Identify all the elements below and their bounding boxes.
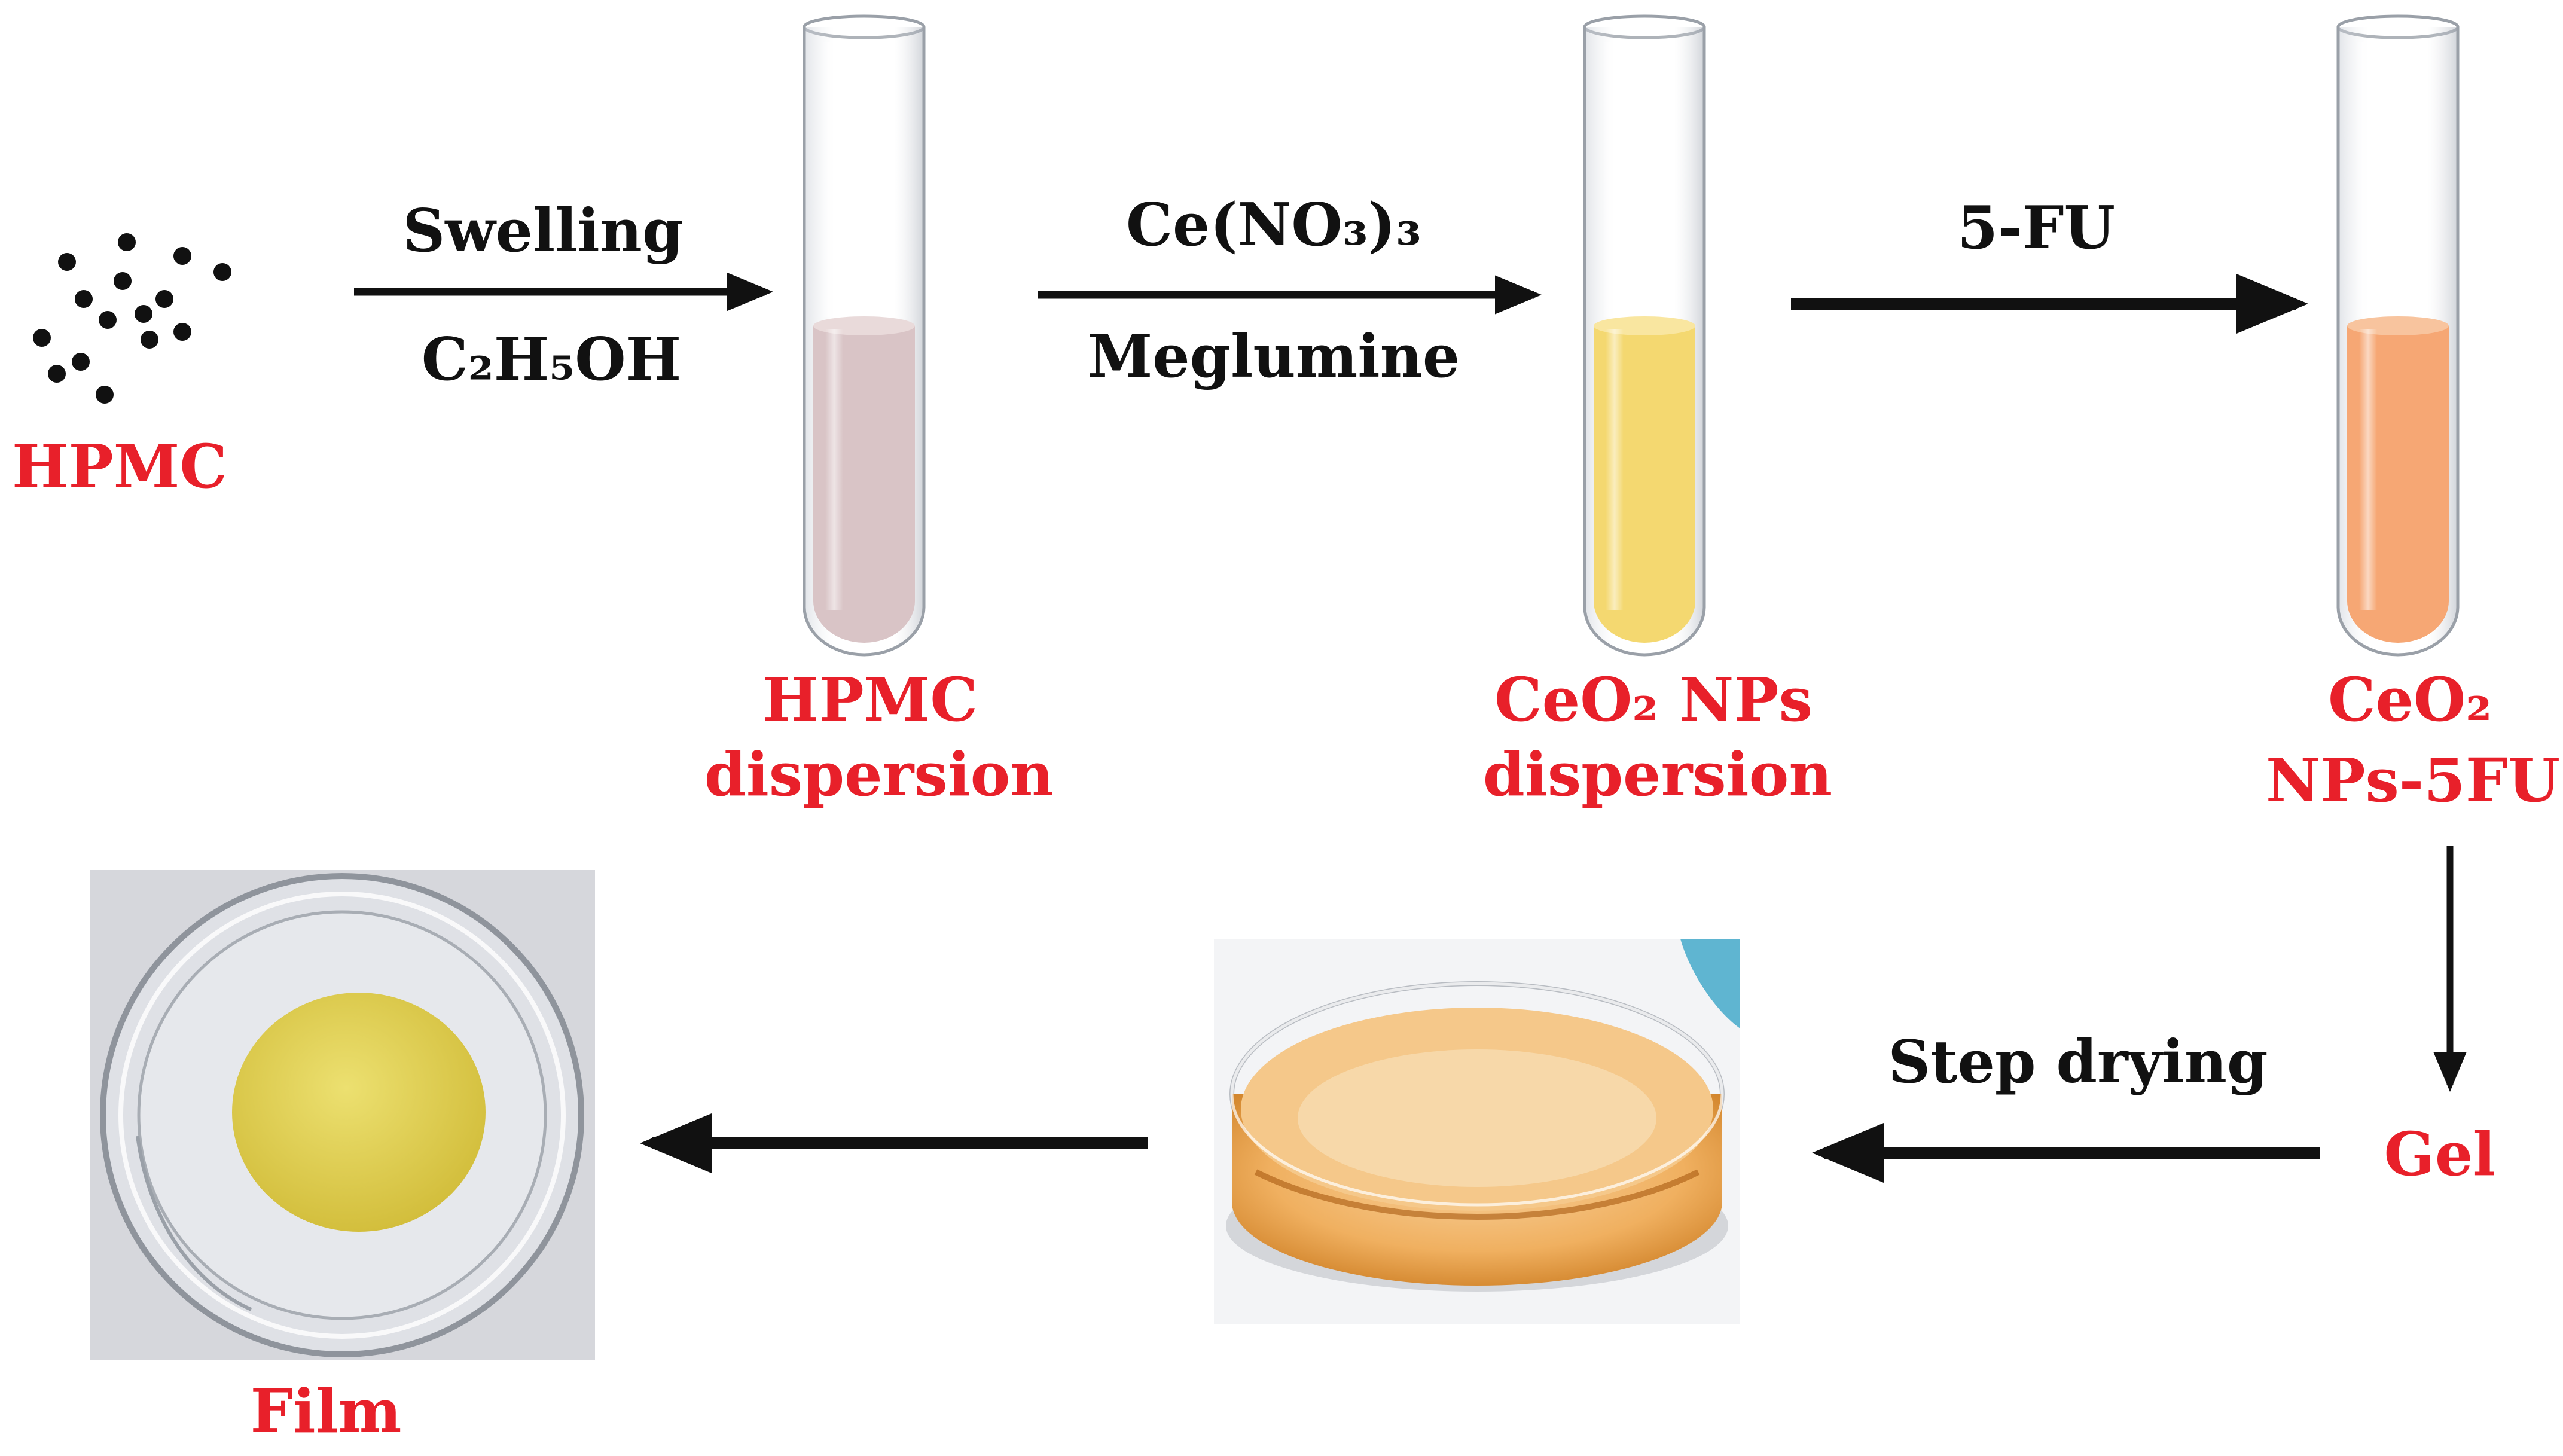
particles-icon <box>33 233 231 404</box>
gel-dish-photo <box>1214 939 1740 1324</box>
test-tube-ceo2-5fu <box>2336 14 2460 657</box>
step-ce-nitrate-label: Ce(NO₃)₃ <box>1126 191 1421 260</box>
film-label: Film <box>251 1376 402 1446</box>
step-5fu-label: 5-FU <box>1957 194 2115 262</box>
ceo2-dispersion-label-line1: CeO₂ NPs <box>1494 664 1813 735</box>
petri-dish-liquid-icon <box>1226 939 1740 1292</box>
ceo2-5fu-label-line1: CeO₂ <box>2328 664 2492 735</box>
step-ethanol-label: C₂H₅OH <box>422 325 681 394</box>
gel-label: Gel <box>2384 1119 2495 1189</box>
test-tube-icon <box>1583 14 1706 657</box>
test-tube-icon <box>803 14 926 657</box>
film-dish-photo <box>90 870 595 1360</box>
step-swelling-label: Swelling <box>403 197 684 265</box>
hpmc-dispersion-label-line2: dispersion <box>704 739 1054 810</box>
hpmc-label: HPMC <box>12 431 227 502</box>
step-drying-label: Step drying <box>1888 1028 2268 1097</box>
ceo2-dispersion-label-line2: dispersion <box>1483 739 1832 810</box>
ceo2-5fu-label-line2: NPs-5FU <box>2266 745 2560 816</box>
test-tube-icon <box>2336 14 2460 657</box>
petri-dish-film-icon <box>100 873 584 1357</box>
test-tube-ceo2 <box>1583 14 1706 657</box>
step-meglumine-label: Meglumine <box>1088 322 1460 391</box>
test-tube-hpmc <box>803 14 926 657</box>
hpmc-dispersion-label-line1: HPMC <box>762 664 978 735</box>
